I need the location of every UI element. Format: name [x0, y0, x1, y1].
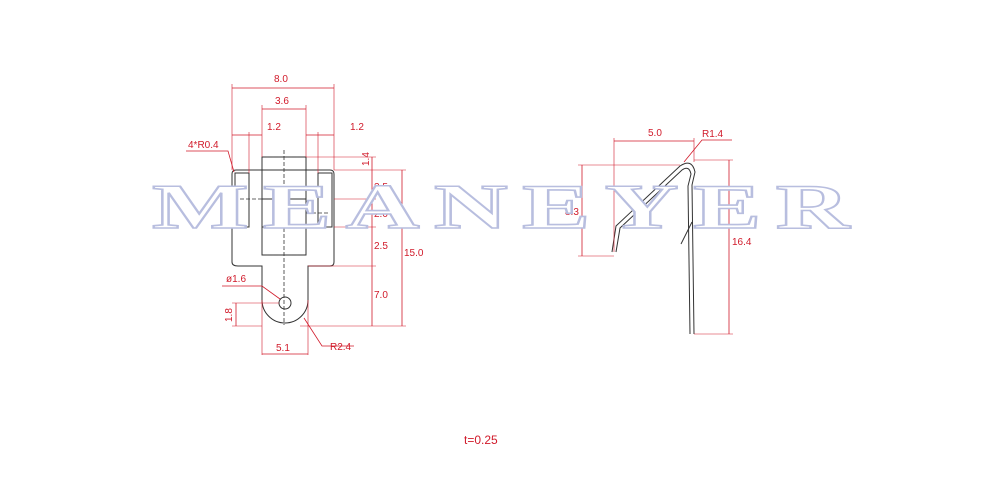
dim-hole-diameter: ø1.6 [226, 274, 246, 285]
dim-corner-radius: 4*R0.4 [188, 140, 219, 151]
dim-bend-height: 8.3 [565, 207, 579, 218]
dim-total-height: 16.4 [732, 237, 752, 248]
leader-tail-radius [303, 317, 354, 347]
front-view: 8.0 3.6 1.2 1.2 4*R0.4 ø1.6 5.1 R2.4 3.5… [186, 74, 424, 355]
dim-v-d: 7.0 [374, 290, 388, 301]
front-left-tab [234, 172, 250, 228]
side-view-profile [611, 162, 696, 335]
dim-v-c: 2.5 [374, 241, 388, 252]
dim-v-b: 2.0 [374, 209, 388, 220]
dim-width-center: 3.6 [275, 96, 289, 107]
dim-hole-offset: 1.8 [224, 308, 235, 322]
dim-bend-radius: R1.4 [702, 129, 724, 140]
side-view-inner-leg [680, 221, 693, 245]
side-view: 5.0 R1.4 8.3 16.4 [565, 128, 752, 335]
dim-bend-width: 5.0 [648, 128, 662, 139]
dim-left-tab: 1.2 [267, 122, 281, 133]
dim-tail-width: 5.1 [276, 343, 290, 354]
front-hole [278, 296, 292, 310]
leader-hole [222, 285, 281, 300]
dim-right-tab: 1.2 [350, 122, 364, 133]
leader-bend-radius [683, 139, 732, 163]
watermark: MEANEYER [152, 171, 864, 242]
dim-v-top: 1.4 [361, 152, 372, 166]
dim-width-overall: 8.0 [274, 74, 288, 85]
leader-corner-radius [186, 150, 235, 173]
front-right-tab [317, 172, 333, 228]
side-view-profile-inner [615, 167, 692, 335]
dim-v-total: 15.0 [404, 248, 424, 259]
dim-tail-radius: R2.4 [330, 342, 352, 353]
thickness-label: t=0.25 [464, 433, 498, 447]
dim-v-a: 3.5 [374, 182, 388, 193]
front-view-outline [231, 169, 335, 324]
